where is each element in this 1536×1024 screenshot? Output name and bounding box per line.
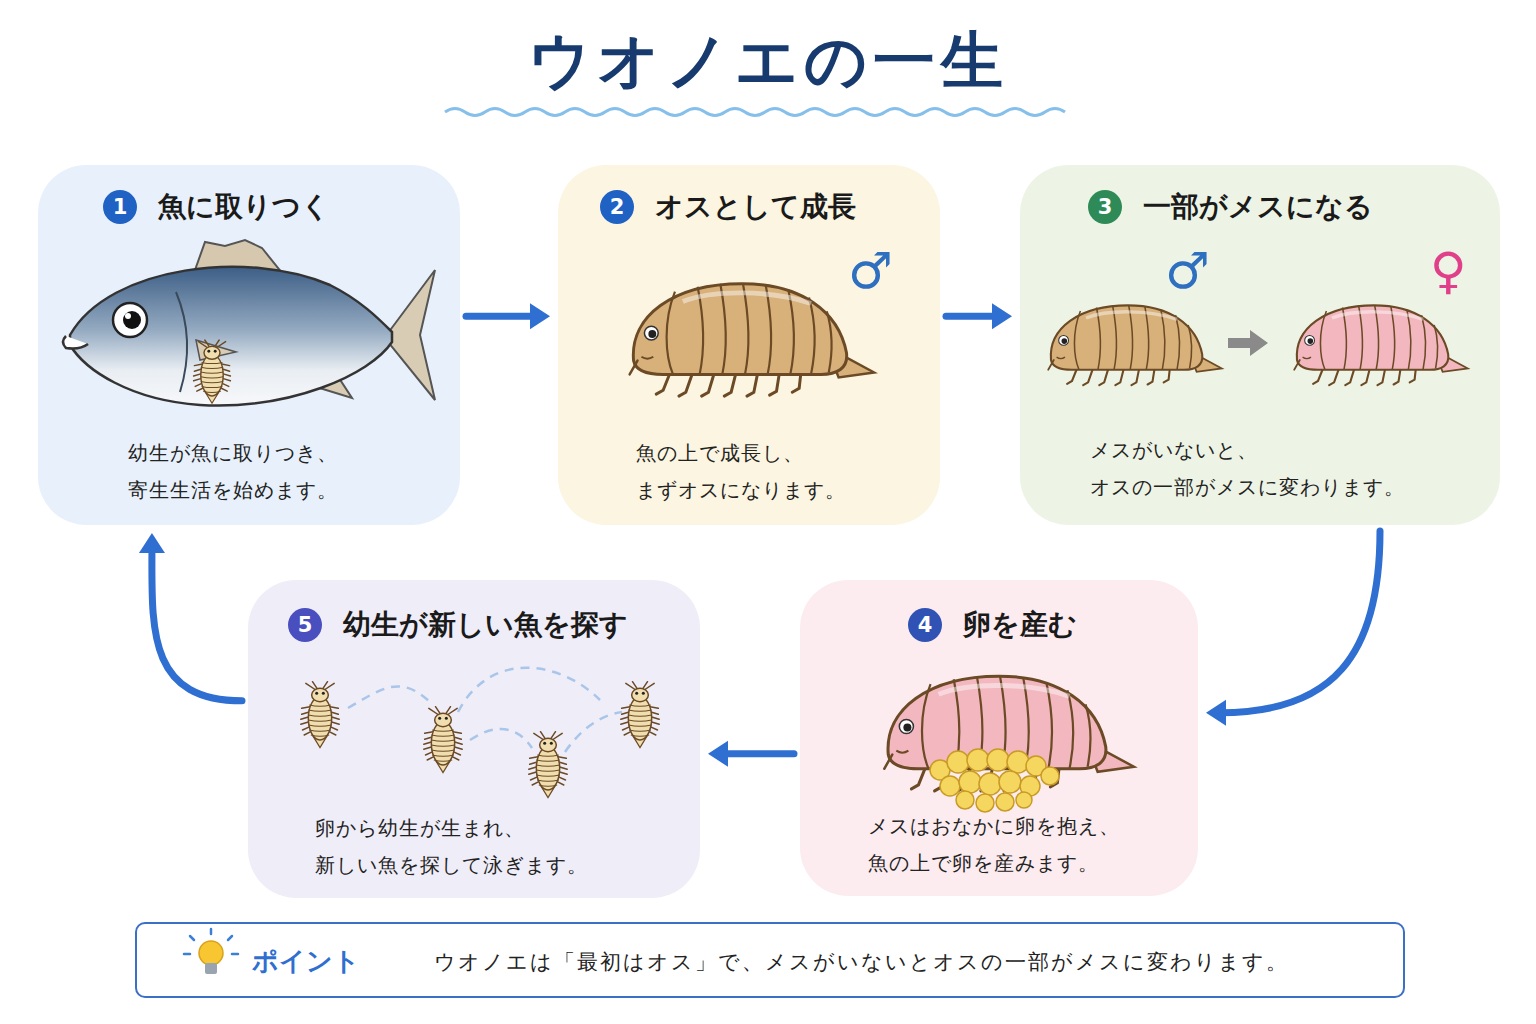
text-slot: 卵から幼生が生まれ、 新しい魚を探して泳ぎます。 [315, 810, 588, 884]
arrowhead [992, 303, 1012, 329]
larva-on-fish [194, 340, 231, 403]
cycle-arrow [1206, 531, 1380, 726]
text-slot: 卵を産む [963, 608, 1077, 642]
point-box: ポイント ウオノエは「最初はオス」で、メスがいないとオスの一部がメスに変わります。 [135, 922, 1405, 998]
cycle-arrow [946, 303, 1012, 329]
egg-laying-female [884, 676, 1134, 812]
text-slot: ♀ [1430, 243, 1467, 299]
cycle-arrow [466, 303, 550, 329]
step-number: 2 [600, 190, 634, 224]
step-heading: 一部がメスになる [1143, 190, 1373, 224]
text-slot: 3 [1088, 190, 1122, 224]
arrow-line [722, 750, 794, 757]
text-slot: 魚に取りつく [158, 190, 330, 224]
point-label: ポイント [252, 944, 360, 978]
step-heading: 卵を産む [963, 608, 1077, 642]
text-slot: メスはおなかに卵を抱え、 魚の上で卵を産みます。 [868, 808, 1120, 882]
female-isopod-small [1294, 305, 1468, 385]
title-wave [445, 109, 1065, 116]
step-description: 卵から幼生が生まれ、 新しい魚を探して泳ぎます。 [315, 810, 588, 884]
fish-dorsal-fin [195, 240, 290, 283]
step-number: 3 [1088, 190, 1122, 224]
step-description: メスはおなかに卵を抱え、 魚の上で卵を産みます。 [868, 808, 1120, 882]
stage-panel: 5 幼生が新しい魚を探す卵から幼生が生まれ、 新しい魚を探して泳ぎます。 [248, 580, 700, 898]
female-isopod [884, 676, 1134, 791]
step-number: 1 [103, 190, 137, 224]
arrowhead [530, 303, 550, 329]
arrow-line [946, 313, 998, 320]
sex-symbol: ♀ [1430, 243, 1467, 299]
swim-paths [348, 668, 622, 752]
swimming-larva [301, 682, 339, 748]
fish-illustration [63, 240, 435, 405]
fish-eye-highlight [125, 313, 131, 319]
text-slot: 魚の上で成長し、 まずオスになります。 [636, 435, 846, 509]
fish-pupil [123, 311, 141, 329]
fish-anal-fin [300, 372, 352, 398]
arrowhead [708, 741, 728, 767]
text-slot: オスとして成長 [655, 190, 856, 224]
diagram-title: ウオノエの一生 [528, 24, 1009, 98]
text-slot: メスがいないと、 オスの一部がメスに変わります。 [1090, 432, 1405, 506]
egg-cluster [930, 749, 1059, 812]
text-slot: 2 [600, 190, 634, 224]
text-slot: 5 [288, 608, 322, 642]
sex-symbol: ♂ [1165, 243, 1210, 299]
male-isopod [630, 284, 874, 396]
step-heading: オスとして成長 [655, 190, 856, 224]
step-description: 魚の上で成長し、 まずオスになります。 [636, 435, 846, 509]
stage-panel: 3 一部がメスになる ♂ ♀ メスがいないと、 オスの一部がメスに変わります。 [1020, 165, 1500, 525]
fish-mouth [63, 336, 88, 349]
step-description: メスがいないと、 オスの一部がメスに変わります。 [1090, 432, 1405, 506]
arrow-line [466, 313, 536, 320]
swimming-larva [621, 682, 659, 748]
point-text: ウオノエは「最初はオス」で、メスがいないとオスの一部がメスに変わります。 [434, 947, 1289, 977]
step-description: 幼生が魚に取りつき、 寄生生活を始めます。 [128, 435, 338, 509]
arrowhead [139, 533, 165, 553]
stage-panel: 1 魚に取りつく幼生が魚に取りつき、 寄生生活を始めます。 [38, 165, 460, 525]
text-slot: ポイント [252, 944, 360, 978]
stage-panel: 4 卵を産むメスはおなかに卵を抱え、 魚の上で卵を産みます。 [800, 580, 1198, 896]
step-number: 5 [288, 608, 322, 642]
text-slot: 4 [908, 608, 942, 642]
fish-eye [113, 303, 147, 337]
text-slot: 一部がメスになる [1143, 190, 1373, 224]
text-slot: 1 [103, 190, 137, 224]
fish-body [70, 267, 392, 406]
step-heading: 幼生が新しい魚を探す [343, 608, 628, 642]
fish-pectoral-fin [196, 340, 236, 360]
step-number: 4 [908, 608, 942, 642]
arrowhead [1206, 700, 1226, 726]
cycle-arrow [139, 533, 242, 701]
male-isopod-small [1048, 305, 1222, 385]
text-slot: 幼生が魚に取りつき、 寄生生活を始めます。 [128, 435, 338, 509]
text-slot: ♂ [848, 243, 893, 299]
arrow-line [1220, 531, 1380, 713]
text-slot: ♂ [1165, 243, 1210, 299]
swimming-larva [529, 732, 567, 798]
sex-symbol: ♂ [848, 243, 893, 299]
lightbulb-icon [184, 929, 238, 974]
stage-panel: 2 オスとして成長 ♂ 魚の上で成長し、 まずオスになります。 [558, 165, 940, 525]
text-slot: 幼生が新しい魚を探す [343, 608, 628, 642]
swimming-larva [424, 707, 462, 773]
arrow-line [152, 547, 242, 701]
step-heading: 魚に取りつく [158, 190, 330, 224]
fish-gill [176, 292, 187, 392]
text-slot: ウオノエは「最初はオス」で、メスがいないとオスの一部がメスに変わります。 [434, 947, 1289, 977]
change-arrow [1228, 330, 1268, 356]
title-wrap: ウオノエの一生 [0, 24, 1536, 98]
cycle-arrow [708, 741, 794, 767]
fish-tail [388, 270, 435, 400]
